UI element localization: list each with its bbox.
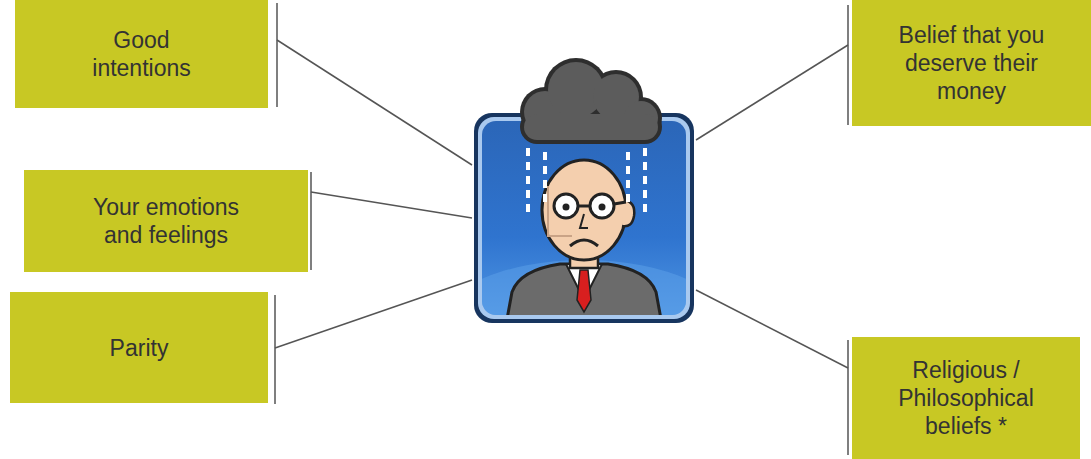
leader-line [696, 45, 848, 140]
pupil [563, 204, 570, 211]
text-box: Good intentions [15, 0, 268, 108]
cloud-part [520, 110, 662, 144]
head [542, 160, 626, 260]
rain [528, 148, 645, 214]
bracket-line [310, 172, 312, 270]
leader-line [277, 40, 472, 165]
box-label: Your emotions and feelings [78, 193, 254, 249]
leader-line [311, 192, 472, 218]
text-box: Belief that you deserve their money [852, 0, 1091, 126]
rain-drops [543, 152, 547, 206]
box-label: Belief that you deserve their money [883, 21, 1061, 105]
text-box: Religious / Philosophical beliefs * [852, 337, 1080, 459]
suit [505, 264, 663, 315]
box-label: Parity [110, 334, 169, 362]
glasses-bridge [578, 205, 590, 208]
frown [570, 240, 598, 246]
leader-line [696, 290, 848, 368]
leader-lines [275, 3, 848, 455]
bracket-line [847, 5, 849, 125]
rain-cloud [520, 58, 662, 144]
glasses-arm [614, 202, 626, 204]
leader-line [275, 280, 472, 348]
cloud-part [524, 114, 658, 140]
text-box: Parity [10, 292, 268, 403]
bracket-line [274, 295, 276, 404]
nose [580, 214, 588, 228]
sad-man-figure [482, 148, 686, 315]
rain-drops [526, 148, 530, 214]
bracket-line [276, 3, 278, 107]
tie [577, 270, 591, 312]
rain-drops [643, 148, 647, 214]
box-label: Religious / Philosophical beliefs * [886, 356, 1046, 440]
ear [622, 200, 634, 226]
box-label: Good intentions [82, 26, 202, 82]
text-box: Your emotions and feelings [24, 170, 308, 272]
bracket-line [847, 340, 849, 455]
glasses-lens [590, 194, 614, 218]
glasses-lens [554, 194, 578, 218]
pupil [599, 204, 606, 211]
rain-drops [626, 152, 630, 206]
